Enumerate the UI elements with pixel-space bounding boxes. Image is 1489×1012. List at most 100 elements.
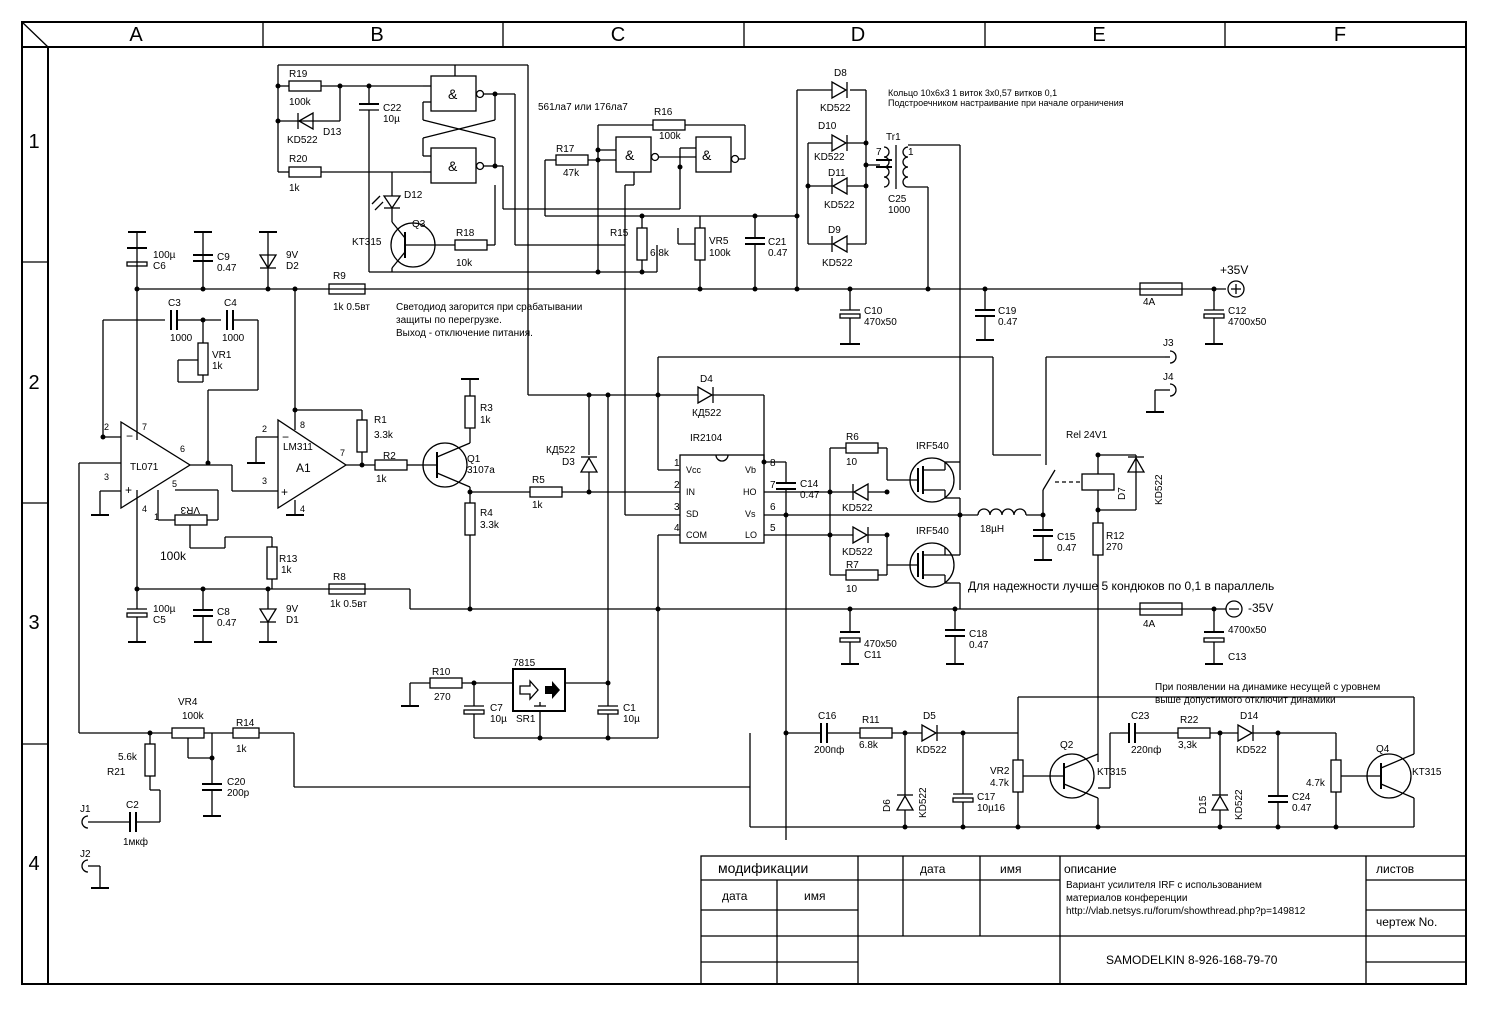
svg-text:1000: 1000	[222, 333, 245, 344]
svg-text:&: &	[702, 147, 712, 163]
date-label: дата	[920, 862, 946, 876]
svg-text:10µ: 10µ	[383, 114, 400, 125]
svg-text:VR3: VR3	[180, 504, 200, 515]
row-label: 3	[28, 612, 39, 634]
svg-text:1k: 1k	[212, 361, 224, 372]
svg-text:R13: R13	[279, 554, 298, 565]
svg-text:4: 4	[142, 504, 147, 514]
protection-latch: R19 100k KD522 D13 R20 1k C22 10µ & &	[277, 64, 681, 515]
svg-text:R1: R1	[374, 415, 387, 426]
svg-text:7: 7	[876, 147, 882, 158]
svg-text:J4: J4	[1163, 372, 1174, 383]
svg-text:D7: D7	[1117, 487, 1128, 500]
minus-35v-label: -35V	[1248, 601, 1273, 615]
svg-text:Tr1: Tr1	[886, 132, 901, 143]
svg-text:R21: R21	[107, 767, 126, 778]
sheets-label: листов	[1376, 862, 1414, 876]
svg-text:C12: C12	[1228, 306, 1247, 317]
description-label: описание	[1064, 862, 1117, 876]
svg-text:0.47: 0.47	[1292, 803, 1312, 814]
svg-text:1k: 1k	[236, 744, 248, 755]
svg-text:D5: D5	[923, 711, 936, 722]
svg-text:470х50: 470х50	[864, 639, 897, 650]
svg-text:LM311: LM311	[283, 442, 313, 453]
svg-text:4: 4	[674, 523, 680, 534]
svg-text:KT315: KT315	[1097, 767, 1127, 778]
svg-text:HO: HO	[743, 487, 757, 497]
svg-text:&: &	[625, 147, 635, 163]
svg-text:R19: R19	[289, 69, 308, 80]
svg-text:6: 6	[180, 444, 185, 454]
svg-text:KD522: KD522	[814, 152, 845, 163]
svg-text:KD522: KD522	[822, 258, 853, 269]
svg-text:0.47: 0.47	[1057, 543, 1077, 554]
svg-text:100k: 100k	[182, 711, 205, 722]
svg-text:6: 6	[770, 502, 776, 513]
svg-text:9V: 9V	[286, 604, 299, 615]
svg-text:4700х50: 4700х50	[1228, 317, 1267, 328]
svg-text:R16: R16	[654, 107, 673, 118]
svg-text:C6: C6	[153, 261, 166, 272]
author-label: SAMODELKIN 8-926-168-79-70	[1106, 953, 1278, 967]
svg-text:C7: C7	[490, 703, 503, 714]
svg-text:1k: 1k	[532, 500, 544, 511]
svg-text:C21: C21	[768, 237, 787, 248]
row-label: 2	[28, 372, 39, 394]
mosfet-stage: R6 10 KD522 KD522 R7 10 IRF540	[829, 338, 1177, 762]
svg-text:KD522: KD522	[842, 547, 873, 558]
svg-text:IRF540: IRF540	[916, 441, 949, 452]
caps-note: Для надежности лучше 5 кондюков по 0,1 в…	[968, 579, 1274, 593]
svg-text:1мкф: 1мкф	[123, 836, 148, 848]
svg-text:4A: 4A	[1143, 619, 1156, 630]
svg-text:R6: R6	[846, 432, 859, 443]
svg-text:R11: R11	[862, 715, 880, 726]
svg-text:C5: C5	[153, 615, 166, 626]
description-line: Вариант усилителя IRF с использованием	[1066, 880, 1262, 891]
svg-text:1k 0.5вт: 1k 0.5вт	[333, 302, 370, 313]
svg-text:KD522: KD522	[820, 103, 851, 114]
svg-text:J2: J2	[80, 849, 91, 860]
dc-detector: C16 200пф R11 6.8k D5 KD522 D6 KD522 C17…	[749, 696, 1442, 828]
svg-text:C19: C19	[998, 306, 1017, 317]
junction-dots	[100, 83, 1339, 830]
row-label: 4	[28, 853, 39, 875]
svg-text:100k: 100k	[289, 97, 312, 108]
svg-text:KD522: KD522	[916, 745, 947, 756]
svg-text:47k: 47k	[563, 168, 580, 179]
svg-text:VR2: VR2	[990, 766, 1010, 777]
svg-text:7815: 7815	[513, 658, 536, 669]
regulator-7815: R10 270 C7 10µ 7815 SR1 C1 10µ	[401, 658, 658, 739]
svg-text:D8: D8	[834, 68, 847, 79]
svg-text:A1: A1	[296, 461, 311, 475]
svg-text:Q1: Q1	[467, 454, 481, 465]
svg-text:Rel 24V1: Rel 24V1	[1066, 430, 1108, 441]
svg-text:470х50: 470х50	[864, 317, 897, 328]
svg-text:D13: D13	[323, 127, 342, 138]
svg-text:KD522: KD522	[1234, 789, 1245, 820]
svg-text:4.7k: 4.7k	[1306, 778, 1326, 789]
svg-text:5: 5	[172, 479, 177, 489]
fuse-plus: 4A +35V	[1139, 263, 1248, 308]
svg-text:KT315: KT315	[352, 237, 382, 248]
oscillator-gates: & & R17 47k R16 100k R15 6,8k	[544, 107, 797, 289]
dc-protect-note: При появлении на динамике несущей с уров…	[1155, 682, 1380, 693]
led-note: Выход - отключение питания.	[396, 328, 533, 339]
column-label: E	[1092, 24, 1105, 46]
resistor-r9: R9 1k 0.5вт	[328, 271, 370, 313]
svg-text:200пф: 200пф	[814, 744, 844, 756]
svg-text:0.47: 0.47	[998, 317, 1018, 328]
svg-text:1000: 1000	[170, 333, 193, 344]
column-label: D	[851, 24, 865, 46]
svg-text:&: &	[448, 158, 458, 174]
logic-chip-note: 561ла7 или 176ла7	[538, 102, 628, 113]
svg-text:C24: C24	[1292, 792, 1311, 803]
svg-text:4: 4	[300, 504, 305, 514]
led-note: защиты по перегрузке.	[396, 315, 502, 326]
svg-text:−: −	[282, 430, 289, 444]
current-sense-bridge: D8 KD522 D10 KD522 D11 KD522 D9 KD522 C2…	[796, 68, 961, 490]
svg-text:SR1: SR1	[516, 714, 536, 725]
svg-text:270: 270	[434, 692, 451, 703]
svg-text:9V: 9V	[286, 250, 299, 261]
svg-text:6,8k: 6,8k	[650, 248, 670, 259]
